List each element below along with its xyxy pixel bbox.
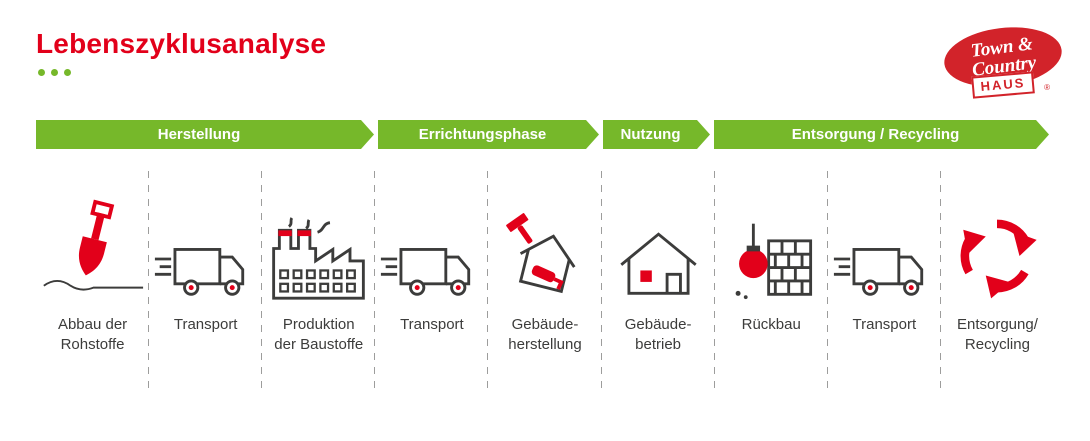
stage-label: Gebäude- betrieb — [624, 316, 692, 353]
stage-label: Abbau der Rohstoffe — [57, 316, 128, 353]
recycling-icon — [945, 173, 1050, 301]
truck-icon — [153, 173, 258, 301]
construction-house-icon — [492, 173, 597, 301]
phase-label: Entsorgung / Recycling — [791, 126, 960, 143]
phase-label: Errichtungsphase — [418, 126, 547, 143]
logo-haus-badge: HAUS — [971, 71, 1035, 99]
factory-icon — [266, 173, 371, 301]
stage-gebaeudebetrieb: Gebäude- betrieb — [602, 171, 715, 391]
page-title: Lebenszyklusanalyse — [36, 28, 327, 59]
green-dot — [64, 69, 71, 76]
stage-label: Gebäude- herstellung — [508, 316, 582, 353]
phase-entsorgung-recycling: Entsorgung / Recycling — [714, 120, 1049, 149]
stage-label: Transport — [852, 316, 917, 333]
stage-label: Transport — [173, 316, 238, 333]
stage-gebaeudeherstellung: Gebäude- herstellung — [488, 171, 602, 391]
house-icon — [606, 173, 711, 301]
stage-abbau-der-rohstoffe: Abbau der Rohstoffe — [36, 171, 150, 391]
truck-icon — [832, 173, 937, 301]
phase-label: Herstellung — [157, 126, 241, 143]
stages-row: Abbau der Rohstoffe Transport Produktion… — [36, 171, 1054, 391]
shovel-icon — [40, 173, 145, 301]
stage-rueckbau: Rückbau — [715, 171, 828, 391]
town-country-logo: Town & Country HAUS ® — [940, 21, 1066, 99]
phase-nutzung: Nutzung — [603, 120, 710, 149]
stage-transport-1: Transport — [149, 171, 263, 391]
green-dot — [51, 69, 58, 76]
stage-entsorgung-recycling: Entsorgung/ Recycling — [941, 173, 1054, 355]
stage-transport-2: Transport — [375, 171, 489, 391]
stage-transport-3: Transport — [828, 171, 941, 391]
truck-icon — [379, 173, 484, 301]
stage-produktion-der-baustoffe: Produktion der Baustoffe — [262, 171, 376, 391]
registered-mark: ® — [1044, 83, 1050, 92]
header: Lebenszyklusanalyse — [0, 0, 1090, 76]
phase-herstellung: Herstellung — [36, 120, 374, 149]
phase-label: Nutzung — [620, 126, 681, 143]
stage-label: Entsorgung/ Recycling — [956, 316, 1038, 353]
wrecking-ball-icon — [719, 173, 824, 301]
stage-label: Transport — [400, 316, 464, 333]
stage-label: Rückbau — [741, 316, 801, 333]
phase-bar: Herstellung Errichtungsphase Nutzung Ent… — [36, 120, 1049, 149]
phase-errichtungsphase: Errichtungsphase — [378, 120, 599, 149]
title-dots — [38, 69, 1090, 76]
green-dot — [38, 69, 45, 76]
stage-label: Produktion der Baustoffe — [274, 316, 364, 353]
